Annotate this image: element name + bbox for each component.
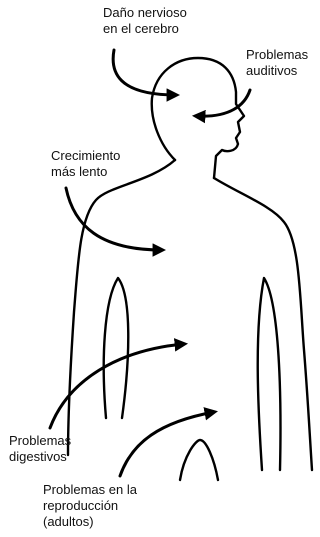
label-slower-growth: Crecimiento más lento xyxy=(51,148,121,179)
arrow-digestive xyxy=(48,338,189,430)
label-brain-damage: Daño nervioso en el cerebro xyxy=(103,5,187,36)
legs-gap-outline xyxy=(178,438,220,482)
label-digestive-problems: Problemas digestivos xyxy=(9,433,72,464)
left-arm-outline xyxy=(102,276,130,420)
label-reproduction-problems: Problemas en la reproducción (adultos) xyxy=(43,482,137,529)
arrow-growth xyxy=(64,186,167,257)
arrow-brain xyxy=(111,48,181,102)
label-hearing-problems: Problemas auditivos xyxy=(246,47,309,78)
arrow-hearing xyxy=(191,88,252,124)
head-outline xyxy=(150,56,246,180)
right-arm-outline xyxy=(256,276,282,472)
arrow-reproduction xyxy=(118,407,218,478)
torso-outline xyxy=(66,158,314,472)
